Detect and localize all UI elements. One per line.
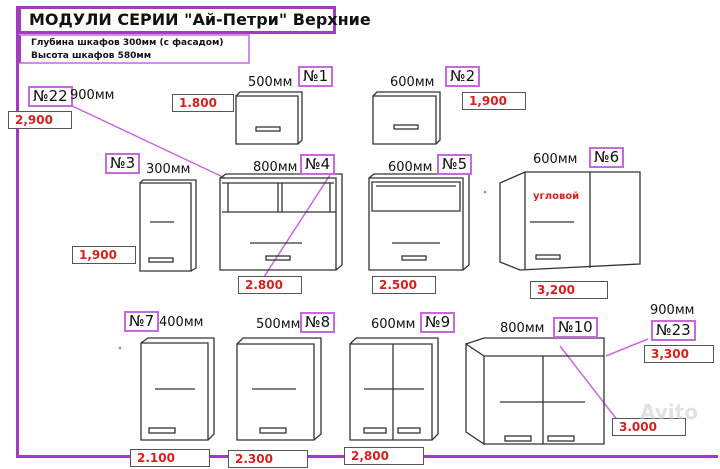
cabinet-10 — [465, 337, 605, 446]
dot-2 — [118, 346, 122, 350]
cabinet-6 — [499, 171, 641, 271]
module-price-8: 2.300 — [228, 450, 308, 468]
module-number-10: №10 — [553, 317, 598, 338]
module-width-5: 600мм — [388, 160, 433, 175]
module-width-4: 800мм — [253, 160, 298, 175]
module-price-3: 1,900 — [72, 246, 136, 264]
module-width-23: 900мм — [650, 303, 695, 318]
page-title: МОДУЛИ СЕРИИ "Ай-Петри" Верхние — [18, 6, 371, 34]
module-number-9: №9 — [420, 312, 456, 333]
module-width-2: 600мм — [390, 75, 435, 90]
module-number-5: №5 — [437, 154, 473, 175]
depth-spec: Глубина шкафов 300мм (с фасадом) — [31, 38, 224, 48]
module-number-22: №22 — [28, 86, 73, 107]
module-number-4: №4 — [300, 154, 336, 175]
module-price-7: 2.100 — [130, 449, 210, 467]
cabinet-4 — [219, 173, 343, 271]
leader-line-23 — [605, 338, 649, 357]
specs-box: Глубина шкафов 300мм (с фасадом) Высота … — [18, 34, 250, 64]
leader-line-10 — [559, 345, 619, 422]
cabinet-1 — [235, 91, 303, 145]
module-width-8: 500мм — [256, 317, 301, 332]
module-width-6: 600мм — [533, 152, 578, 167]
module-width-22: 900мм — [70, 88, 115, 103]
corner-label: угловой — [533, 191, 580, 202]
module-number-1: №1 — [298, 66, 334, 87]
module-price-5: 2.500 — [372, 276, 436, 294]
module-number-7: №7 — [124, 311, 160, 332]
module-price-1: 1.800 — [172, 94, 234, 112]
module-price-23: 3,300 — [644, 345, 714, 363]
module-number-8: №8 — [300, 312, 336, 333]
module-price-2: 1,900 — [462, 92, 526, 110]
module-price-9: 2,800 — [344, 447, 424, 465]
leader-line-22 — [67, 103, 226, 179]
cabinet-9 — [349, 337, 439, 441]
module-number-3: №3 — [105, 153, 141, 174]
module-price-4: 2.800 — [238, 276, 302, 294]
module-number-2: №2 — [445, 66, 481, 87]
module-width-9: 600мм — [371, 317, 416, 332]
leader-line-4 — [261, 174, 331, 281]
dot-1 — [483, 190, 487, 194]
module-width-7: 400мм — [159, 315, 204, 330]
module-price-22: 2,900 — [8, 111, 72, 129]
cabinet-7 — [140, 337, 215, 441]
watermark-logo: Avito — [640, 400, 698, 424]
module-number-6: №6 — [589, 147, 625, 168]
module-width-10: 800мм — [500, 321, 545, 336]
height-spec: Высота шкафов 580мм — [31, 51, 152, 61]
cabinet-2 — [372, 91, 441, 145]
module-number-23: №23 — [651, 320, 696, 341]
cabinet-8 — [236, 337, 322, 441]
module-price-6: 3,200 — [530, 281, 608, 299]
module-price-10: 3.000 — [612, 418, 686, 436]
frame-left-bar — [16, 6, 19, 458]
module-width-1: 500мм — [248, 75, 293, 90]
cabinet-3 — [139, 179, 197, 272]
module-width-3: 300мм — [146, 162, 191, 177]
cabinet-5 — [368, 173, 470, 271]
